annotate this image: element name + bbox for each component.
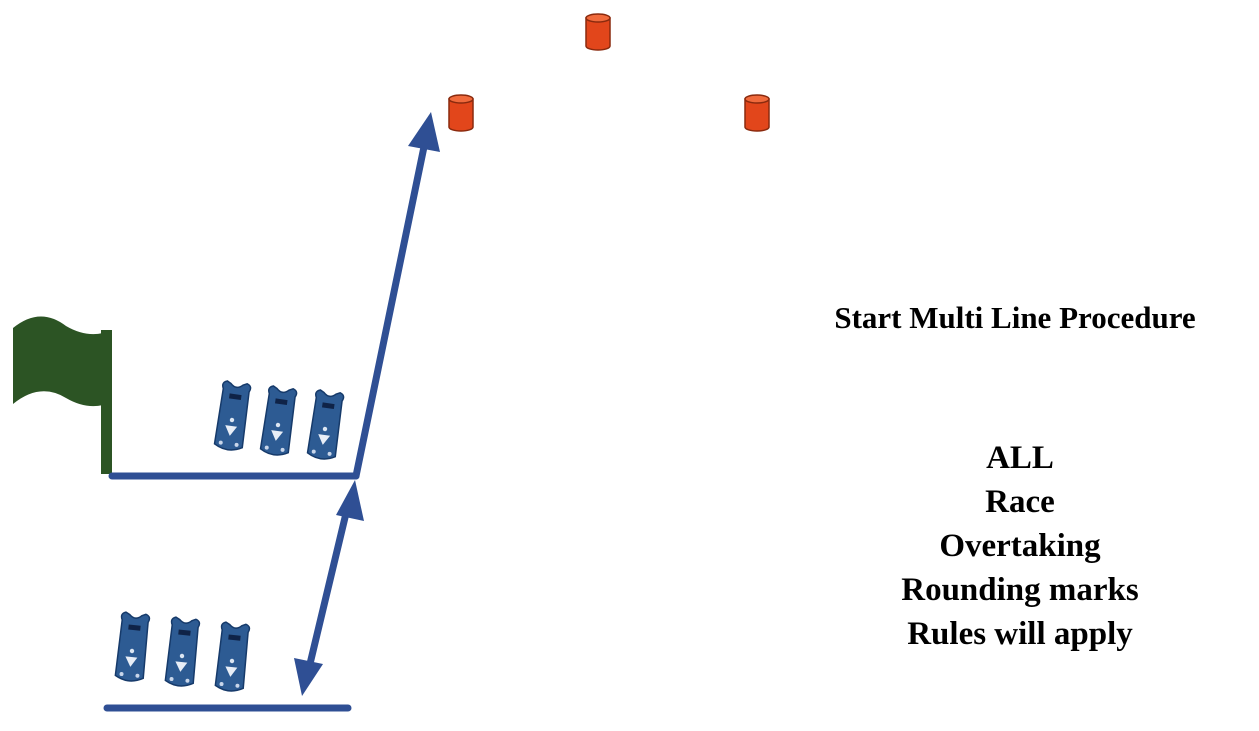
boat-icon [114, 610, 151, 684]
race-mark-top-icon [585, 13, 611, 51]
rules-text-block: ALL Race Overtaking Rounding marks Rules… [840, 436, 1200, 656]
boat-icon [214, 620, 251, 694]
boat-icon [259, 384, 298, 458]
start-flag-icon [13, 316, 112, 474]
rules-line-rules-apply: Rules will apply [907, 616, 1133, 652]
rules-line-overtaking: Overtaking [939, 528, 1101, 564]
race-mark-left-icon [448, 94, 474, 132]
rules-line-all: ALL [986, 440, 1054, 476]
boat-icon [164, 615, 201, 689]
boat-icon [213, 379, 252, 453]
rules-line-race: Race [985, 484, 1055, 520]
race-mark-right-icon [744, 94, 770, 132]
procedure-title: Start Multi Line Procedure [834, 300, 1196, 335]
course-arrow [352, 112, 440, 480]
boat-icon [306, 388, 345, 462]
line-spacing-double-arrow [294, 480, 364, 696]
rules-line-rounding-marks: Rounding marks [901, 572, 1139, 608]
